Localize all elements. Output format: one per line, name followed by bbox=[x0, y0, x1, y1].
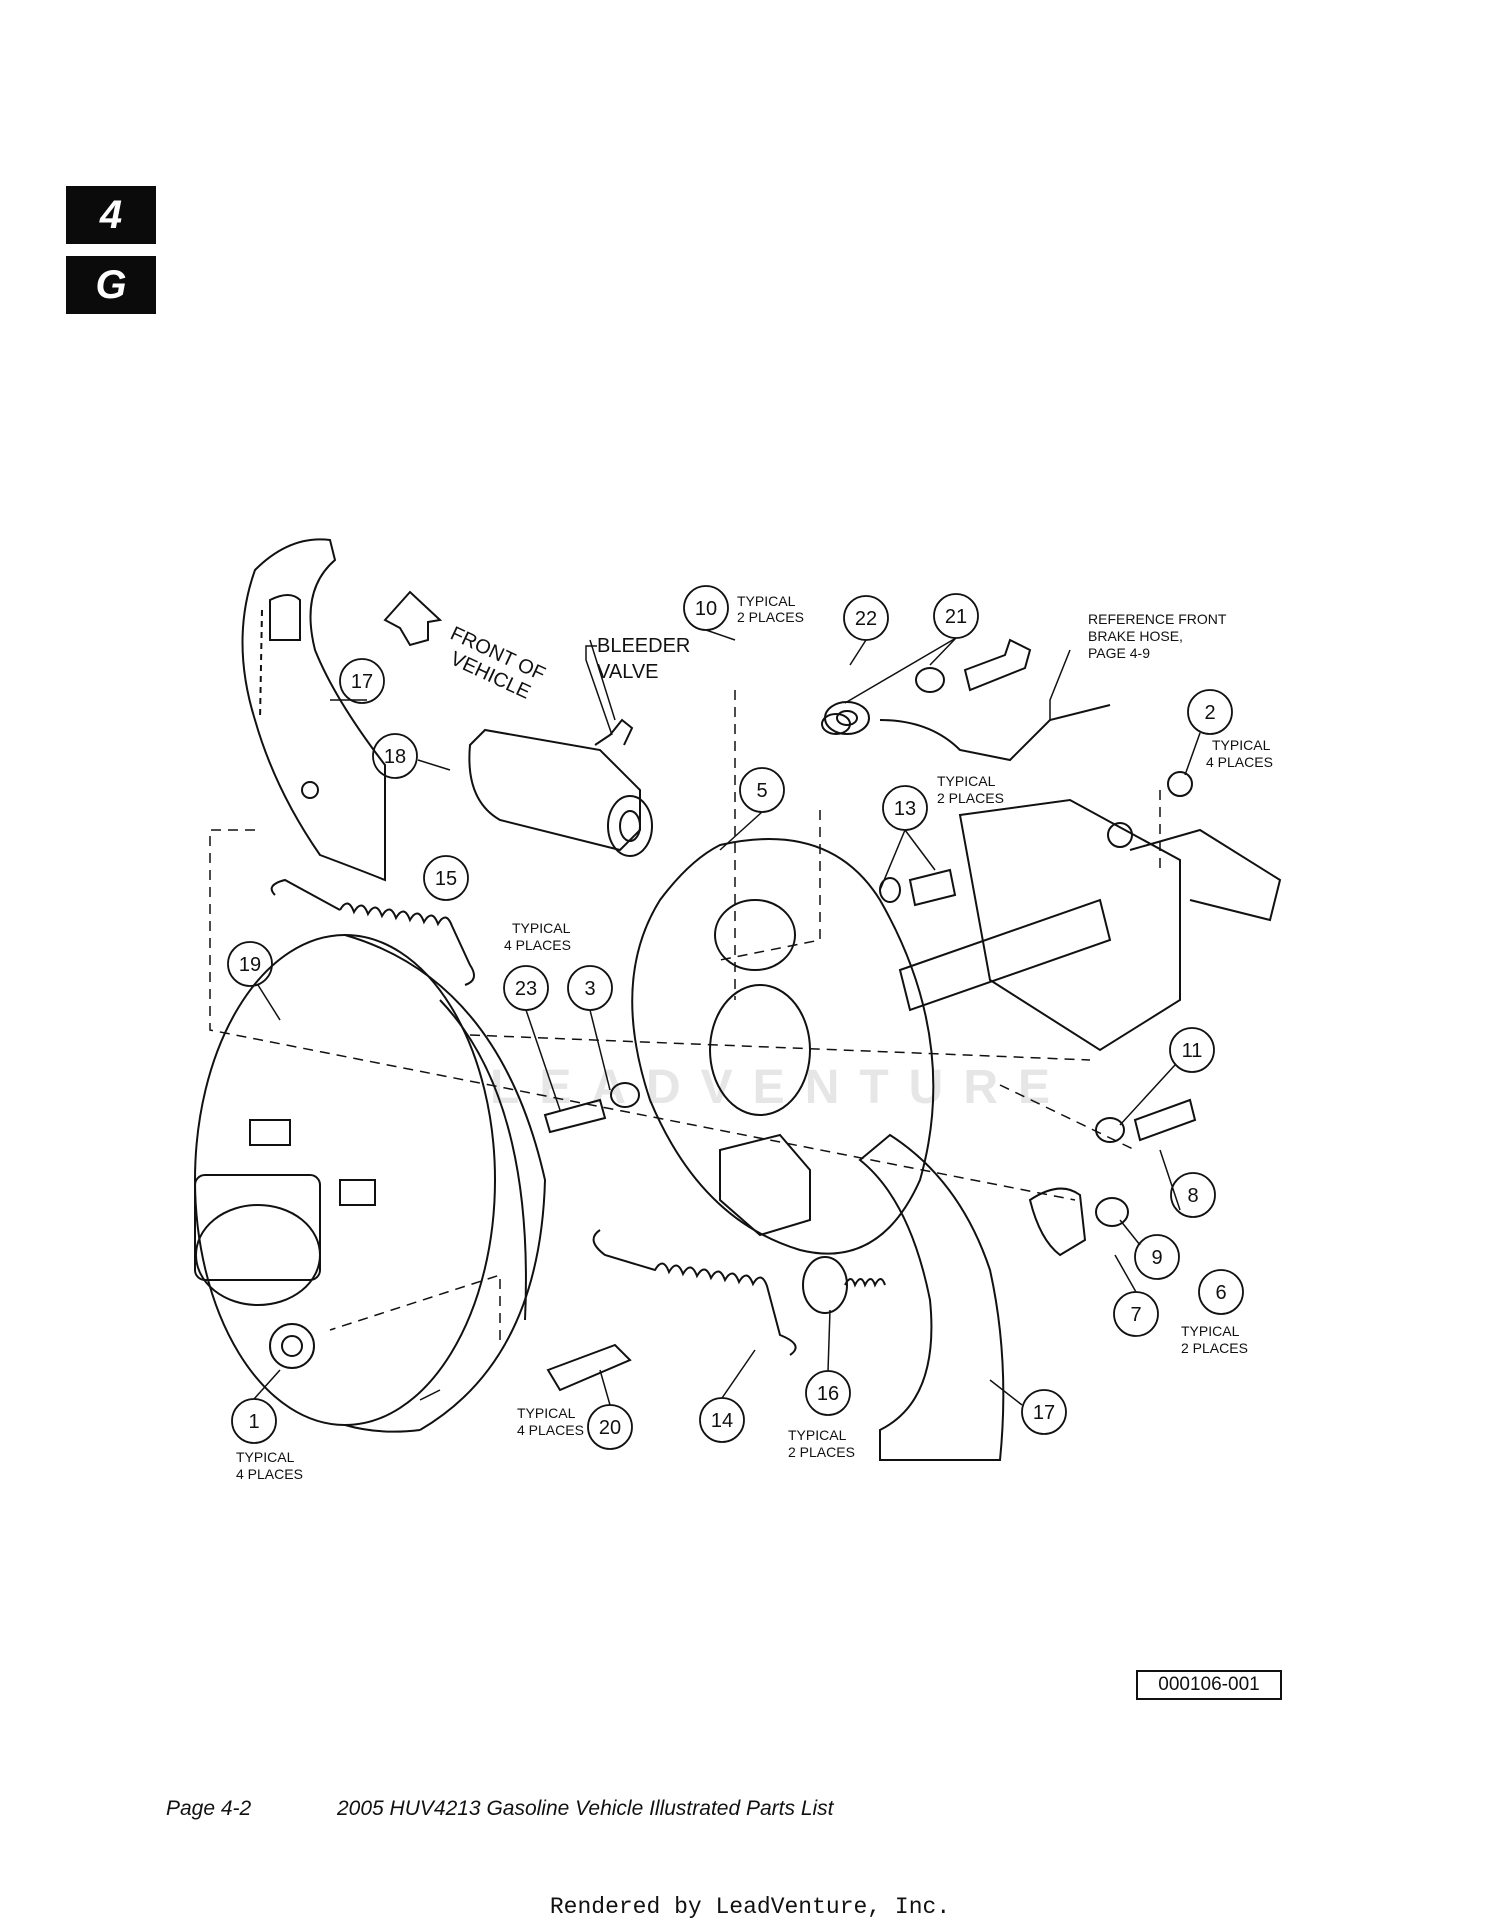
note-1-places: 4 PLACES bbox=[236, 1466, 303, 1482]
wheel-cylinder-drawing bbox=[468, 718, 653, 857]
note-6-typical: TYPICAL bbox=[1181, 1323, 1240, 1339]
callout-17-upper: 17 bbox=[351, 671, 373, 693]
callout-14: 14 bbox=[711, 1410, 733, 1432]
note-spring-places: 4 PLACES bbox=[504, 937, 571, 953]
note-10-typical: TYPICAL bbox=[737, 593, 796, 609]
callout-circles bbox=[227, 585, 1244, 1450]
note-20-typical: TYPICAL bbox=[517, 1405, 576, 1421]
bleeder-valve-line2: VALVE bbox=[597, 661, 659, 683]
callout-6: 6 bbox=[1215, 1282, 1226, 1304]
front-arrow-drawing bbox=[383, 590, 443, 647]
reference-line1: REFERENCE FRONT bbox=[1088, 611, 1227, 627]
callout-11: 11 bbox=[1182, 1040, 1203, 1062]
section-tab-number: 4 bbox=[66, 186, 156, 244]
callout-22: 22 bbox=[855, 608, 877, 630]
footer-page-number: Page 4-2 bbox=[166, 1797, 252, 1820]
note-10-places: 2 PLACES bbox=[737, 609, 804, 625]
callout-18: 18 bbox=[384, 746, 406, 768]
brake-line-drawing bbox=[879, 704, 1111, 762]
spring-14-drawing bbox=[592, 1229, 797, 1356]
callout-7: 7 bbox=[1130, 1304, 1141, 1326]
bleeder-leader bbox=[585, 645, 613, 736]
callout-8: 8 bbox=[1187, 1185, 1198, 1207]
note-13-typical: TYPICAL bbox=[937, 773, 996, 789]
spring-16-drawing bbox=[802, 1256, 886, 1314]
callout-3: 3 bbox=[584, 978, 595, 1000]
callout-5: 5 bbox=[756, 780, 767, 802]
note-16-places: 2 PLACES bbox=[788, 1444, 855, 1460]
callout-13: 13 bbox=[894, 798, 916, 820]
callout-15: 15 bbox=[435, 868, 457, 890]
bleeder-valve-line1: BLEEDER bbox=[597, 635, 690, 657]
brake-drum-drawing bbox=[194, 934, 547, 1433]
note-6-places: 2 PLACES bbox=[1181, 1340, 1248, 1356]
callout-10: 10 bbox=[695, 598, 717, 620]
callout-9: 9 bbox=[1151, 1247, 1162, 1269]
rendered-by-credit: Rendered by LeadVenture, Inc. bbox=[549, 1894, 951, 1920]
backing-plate-drawing bbox=[631, 838, 935, 1255]
hardware-drawing bbox=[543, 638, 1197, 1392]
note-2-places: 4 PLACES bbox=[1206, 754, 1273, 770]
section-tab-letter: G bbox=[66, 256, 156, 314]
note-20-places: 4 PLACES bbox=[517, 1422, 584, 1438]
callout-16: 16 bbox=[817, 1383, 839, 1405]
callout-17-lower: 17 bbox=[1033, 1402, 1055, 1424]
note-spring-typical: TYPICAL bbox=[512, 920, 571, 936]
callout-23: 23 bbox=[515, 978, 537, 1000]
leader-lines bbox=[253, 629, 1201, 1406]
footer-document-title: 2005 HUV4213 Gasoline Vehicle Illustrate… bbox=[337, 1797, 834, 1820]
callout-19: 19 bbox=[239, 954, 261, 976]
callout-1: 1 bbox=[248, 1411, 259, 1433]
callout-21: 21 bbox=[945, 606, 967, 628]
callout-2: 2 bbox=[1204, 702, 1215, 724]
reference-line3: PAGE 4-9 bbox=[1088, 645, 1150, 661]
callout-20: 20 bbox=[599, 1417, 621, 1439]
assembly-lines-drawing bbox=[209, 690, 1161, 1340]
note-16-typical: TYPICAL bbox=[788, 1427, 847, 1443]
note-1-typical: TYPICAL bbox=[236, 1449, 295, 1465]
reference-line2: BRAKE HOSE, bbox=[1088, 628, 1183, 644]
note-13-places: 2 PLACES bbox=[937, 790, 1004, 806]
note-2-typical: TYPICAL bbox=[1212, 737, 1271, 753]
spring-15-drawing bbox=[270, 878, 475, 986]
upper-brake-shoe-drawing bbox=[241, 538, 386, 882]
axle-bracket-drawing bbox=[898, 798, 1282, 1052]
figure-id-box: 000106-001 bbox=[1136, 1670, 1282, 1700]
lower-brake-shoe-drawing bbox=[858, 1133, 1005, 1461]
